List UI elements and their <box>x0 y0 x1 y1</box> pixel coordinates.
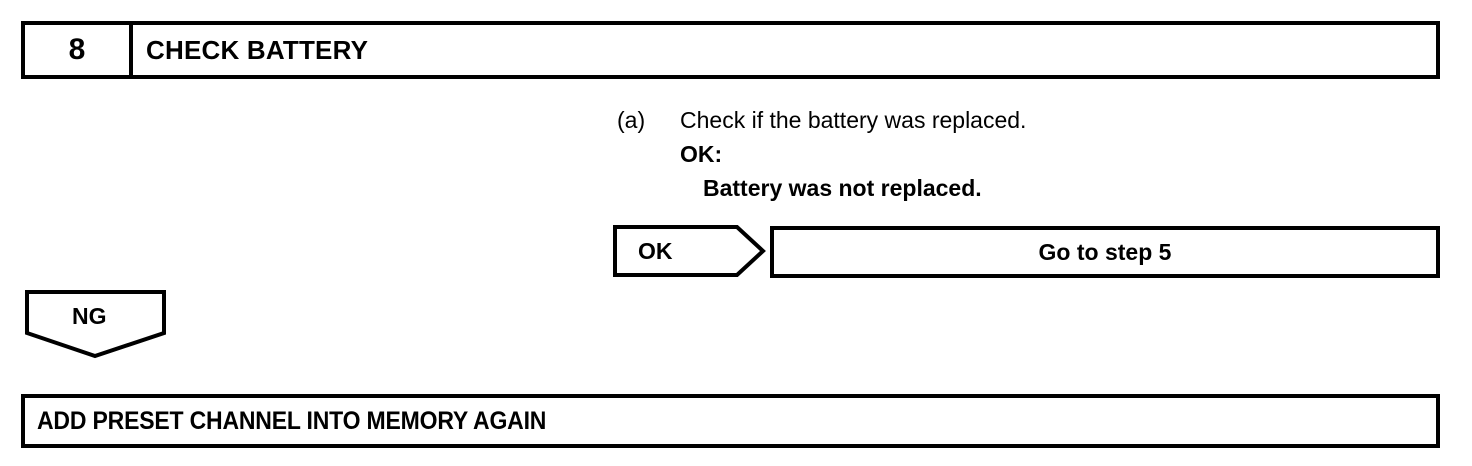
judgement-ok-arrow: OK <box>613 225 766 277</box>
ng-result-box: ADD PRESET CHANNEL INTO MEMORY AGAIN <box>21 394 1440 448</box>
procedure-body: Check if the battery was replaced. OK: B… <box>680 103 1417 205</box>
ok-result-box: Go to step 5 <box>770 226 1440 278</box>
step-title: CHECK BATTERY <box>146 35 369 65</box>
step-number-cell: 8 <box>25 25 133 75</box>
procedure-marker: (a) <box>617 107 646 133</box>
judgement-ng-arrow: NG <box>25 290 166 359</box>
ng-result-text: ADD PRESET CHANNEL INTO MEMORY AGAIN <box>37 406 547 435</box>
procedure-row: (a) Check if the battery was replaced. O… <box>617 103 1417 205</box>
procedure-block: (a) Check if the battery was replaced. O… <box>617 103 1417 205</box>
step-title-cell: CHECK BATTERY <box>133 25 1436 75</box>
step-number: 8 <box>68 33 86 66</box>
procedure-criteria-label: OK: <box>680 141 723 167</box>
right-arrow-pentagon-icon <box>613 225 766 277</box>
judgement-ok-label: OK <box>638 238 673 264</box>
ok-result-text: Go to step 5 <box>1038 238 1172 265</box>
procedure-criteria-value: Battery was not replaced. <box>703 175 982 201</box>
step-header-bar: 8 CHECK BATTERY <box>21 21 1440 79</box>
down-arrow-pentagon-icon <box>25 290 166 359</box>
procedure-instruction: Check if the battery was replaced. <box>680 107 1027 133</box>
judgement-ng-label: NG <box>72 303 107 329</box>
